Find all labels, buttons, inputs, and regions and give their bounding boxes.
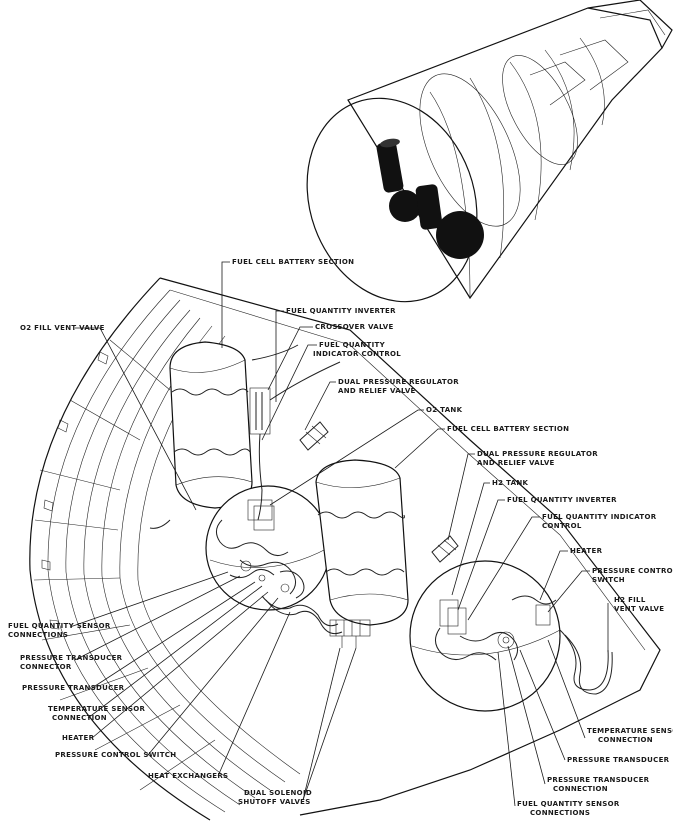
label-temperature-sensor-connection-left-1: TEMPERATURE SENSOR xyxy=(48,705,146,713)
label-fuel-quantity-sensor-connections-left-1: FUEL QUANTITY SENSOR xyxy=(8,622,111,630)
spacecraft-inset xyxy=(306,0,673,303)
label-fuel-quantity-inverter-top: FUEL QUANTITY INVERTER xyxy=(286,307,396,315)
o2-tank xyxy=(205,485,331,611)
label-pressure-transducer-right: PRESSURE TRANSDUCER xyxy=(567,756,670,764)
label-pressure-transducer-connection-right-1: PRESSURE TRANSDUCER xyxy=(547,776,650,784)
label-dual-pressure-regulator-mid-1: DUAL PRESSURE REGULATOR xyxy=(477,450,598,458)
label-o2-tank: O2 TANK xyxy=(426,406,463,414)
label-fuel-quantity-inverter-right: FUEL QUANTITY INVERTER xyxy=(507,496,617,504)
label-fuel-quantity-indicator-control-1: FUEL QUANTITY xyxy=(319,341,386,349)
label-o2-fill-vent-valve: O2 FILL VENT VALVE xyxy=(20,324,105,332)
label-dual-pressure-regulator-top-2: AND RELIEF VALVE xyxy=(338,387,416,395)
adapter-section xyxy=(29,277,661,821)
fuel-cell-battery-upper xyxy=(169,341,253,509)
label-pressure-control-switch-right-2: SWITCH xyxy=(592,576,625,584)
labels: FUEL CELL BATTERY SECTION FUEL QUANTITY … xyxy=(8,258,673,817)
label-pressure-transducer-connector-1: PRESSURE TRANSDUCER xyxy=(20,654,123,662)
label-fuel-cell-battery-section-mid: FUEL CELL BATTERY SECTION xyxy=(447,425,569,433)
label-temperature-sensor-connection-right-1: TEMPERATURE SENSOR xyxy=(587,727,673,735)
label-pressure-transducer-left: PRESSURE TRANSDUCER xyxy=(22,684,125,692)
label-heater-right: HEATER xyxy=(570,547,603,555)
label-crossover-valve: CROSSOVER VALVE xyxy=(315,323,394,331)
label-fuel-quantity-indicator-control-right-2: CONTROL xyxy=(542,522,582,530)
label-fuel-quantity-sensor-connections-left-2: CONNECTIONS xyxy=(8,631,68,639)
label-fuel-quantity-sensor-connections-right-1: FUEL QUANTITY SENSOR xyxy=(517,800,620,808)
label-dual-pressure-regulator-mid-2: AND RELIEF VALVE xyxy=(477,459,555,467)
label-pressure-transducer-connection-right-2: CONNECTION xyxy=(553,785,608,793)
label-h2-fill-vent-valve-2: VENT VALVE xyxy=(614,605,664,613)
label-fuel-quantity-indicator-control-right-1: FUEL QUANTITY INDICATOR xyxy=(542,513,657,521)
label-fuel-cell-battery-section-top: FUEL CELL BATTERY SECTION xyxy=(232,258,354,266)
label-h2-tank: H2 TANK xyxy=(492,479,528,487)
label-heat-exchangers: HEAT EXCHANGERS xyxy=(148,772,228,780)
leader-lines xyxy=(69,261,609,807)
label-fuel-quantity-sensor-connections-right-2: CONNECTIONS xyxy=(530,809,590,817)
label-pressure-transducer-connector-2: CONNECTOR xyxy=(20,663,72,671)
label-h2-fill-vent-valve-1: H2 FILL xyxy=(614,596,646,604)
plumbing xyxy=(149,344,613,695)
label-pressure-control-switch-right-1: PRESSURE CONTROL xyxy=(592,567,673,575)
label-dual-solenoid-1: DUAL SOLENOID xyxy=(244,789,312,797)
label-pressure-control-switch-left: PRESSURE CONTROL SWITCH xyxy=(55,751,176,759)
fuel-cell-battery-middle xyxy=(315,459,409,626)
label-fuel-quantity-indicator-control-2: INDICATOR CONTROL xyxy=(313,350,401,358)
label-dual-solenoid-2: SHUTOFF VALVES xyxy=(238,798,311,806)
label-temperature-sensor-connection-left-2: CONNECTION xyxy=(52,714,107,722)
label-heater-left: HEATER xyxy=(62,734,95,742)
label-temperature-sensor-connection-right-2: CONNECTION xyxy=(598,736,653,744)
h2-tank xyxy=(409,560,561,712)
label-dual-pressure-regulator-top-1: DUAL PRESSURE REGULATOR xyxy=(338,378,459,386)
